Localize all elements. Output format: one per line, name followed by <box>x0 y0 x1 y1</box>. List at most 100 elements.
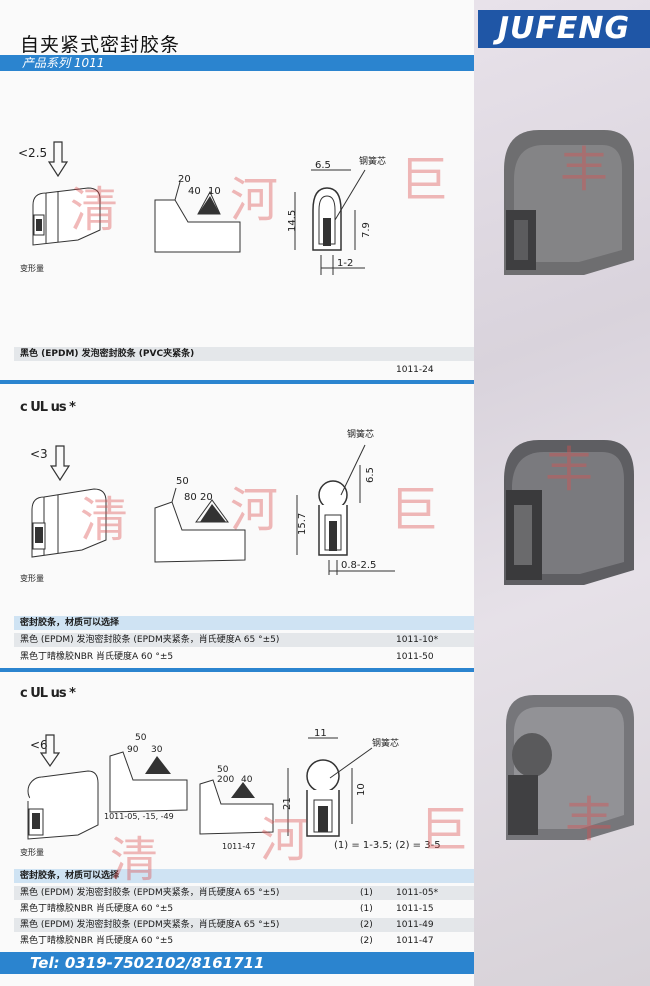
variant-label: 1011-05, -15, -49 <box>104 812 174 821</box>
angle-label: 90 <box>127 745 139 755</box>
watermark-char: 河 <box>230 482 279 538</box>
product-row: 黑色 (EPDM) 发泡密封胶条 (EPDM夹紧条，肖氏硬度A 65 °±5) … <box>14 886 474 900</box>
angle-label: 40 <box>241 775 253 785</box>
clamp-note: (1) = 1-3.5; (2) = 3-5 <box>334 840 441 851</box>
dim-height: 15.7 <box>297 513 308 535</box>
deflection-diagram-b: 50 200 40 <box>199 765 274 835</box>
watermark-char: 丰 <box>560 142 609 198</box>
section-heading: 密封胶条，材质可以选择 <box>14 869 474 883</box>
angle-label: 10 <box>208 186 221 197</box>
load-label: <2.5 <box>18 146 48 160</box>
dim-width: 11 <box>314 728 327 739</box>
cross-section-drawing: 6.5 14.5 7.9 1-2 钢簧芯 <box>287 155 386 275</box>
watermark-char: 清 <box>110 832 159 888</box>
variant-label: 1011-47 <box>222 842 256 851</box>
row-note: (1) <box>360 888 373 898</box>
deflection-diagram: 50 80 20 <box>154 476 246 563</box>
product-photo-1 <box>504 130 634 275</box>
core-label: 钢簧芯 <box>372 737 399 749</box>
load-label: <3 <box>30 447 48 461</box>
section-heading: 密封胶条，材质可以选择 <box>14 616 474 630</box>
series-bar <box>0 55 474 71</box>
series-label: 产品系列 1011 <box>22 56 105 70</box>
deflection-diagram-a: 50 90 30 <box>109 733 188 813</box>
watermark-char: 巨 <box>400 152 449 208</box>
row-note: (2) <box>360 920 373 930</box>
angle-label: 20 <box>200 492 213 503</box>
deform-label: 变形量 <box>20 574 44 583</box>
product-photo-2 <box>504 440 634 585</box>
product-row: 1011-24 <box>14 363 474 377</box>
page-title: 自夹紧式密封胶条 <box>20 34 181 56</box>
watermark-char: 清 <box>80 492 129 548</box>
row-desc: 黑色 (EPDM) 发泡密封胶条 (EPDM夹紧条，肖氏硬度A 65 °±5) <box>20 888 280 898</box>
cross-section-drawing: 15.7 6.5 0.8-2.5 钢簧芯 <box>296 428 395 575</box>
angle-label: 20 <box>178 174 191 185</box>
product-row: 黑色丁晴橡胶NBR 肖氏硬度A 60 °±5 (2) 1011-47 <box>14 934 474 948</box>
angle-label: 30 <box>151 745 163 755</box>
deform-label: 变形量 <box>20 264 44 273</box>
row-code: 1011-47 <box>396 936 434 946</box>
row-desc: 黑色 (EPDM) 发泡密封胶条 (EPDM夹紧条，肖氏硬度A 65 °±5) <box>20 635 280 645</box>
ul-cert-mark: c UL us * <box>20 686 76 701</box>
profile-3d-drawing <box>31 488 107 558</box>
core-label: 钢簧芯 <box>359 155 386 167</box>
dim-clamp: 0.8-2.5 <box>341 560 376 571</box>
force-arrow-icon <box>48 141 68 178</box>
footer-bar <box>0 952 474 974</box>
watermark-char: 丰 <box>545 442 594 498</box>
load-label: <6 <box>30 738 48 752</box>
angle-label: 40 <box>188 186 201 197</box>
footer-tel: Tel: 0319-7502102/8161711 <box>30 954 265 972</box>
section-divider <box>0 380 474 384</box>
row-code: 1011-49 <box>396 920 434 930</box>
watermark-char: 河 <box>230 172 279 228</box>
row-desc: 黑色丁晴橡胶NBR 肖氏硬度A 60 °±5 <box>20 936 174 946</box>
dim-width: 6.5 <box>315 160 331 171</box>
force-arrow-icon <box>40 734 60 768</box>
row-code: 1011-15 <box>396 904 434 914</box>
product-row: 黑色丁晴橡胶NBR 肖氏硬度A 60 °±5 (1) 1011-15 <box>14 902 474 916</box>
row-desc: 黑色丁晴橡胶NBR 肖氏硬度A 60 °±5 <box>20 652 174 662</box>
dim-inner: 6.5 <box>365 467 376 483</box>
angle-label: 50 <box>217 765 229 775</box>
row-desc: 黑色 (EPDM) 发泡密封胶条 (EPDM夹紧条，肖氏硬度A 65 °±5) <box>20 920 280 930</box>
row-code: 1011-24 <box>396 365 434 375</box>
profile-3d-drawing <box>32 187 101 246</box>
deflection-diagram: 20 40 10 <box>154 174 241 253</box>
watermark-char: 河 <box>260 812 309 868</box>
watermark-char: 清 <box>70 182 119 238</box>
product-photo-3 <box>506 695 634 840</box>
product-row: 黑色 (EPDM) 发泡密封胶条 (EPDM夹紧条，肖氏硬度A 65 °±5) … <box>14 633 474 647</box>
section-divider <box>0 668 474 672</box>
cross-section-drawing: 11 21 10 钢簧芯 (1) = 1-3.5; (2) = 3-5 <box>282 728 441 851</box>
angle-label: 80 <box>184 492 197 503</box>
dim-inner: 7.9 <box>361 222 372 238</box>
row-desc: 黑色丁晴橡胶NBR 肖氏硬度A 60 °±5 <box>20 904 174 914</box>
row-code: 1011-05* <box>396 888 439 898</box>
product-row: 黑色丁晴橡胶NBR 肖氏硬度A 60 °±5 1011-50 <box>14 650 474 664</box>
force-arrow-icon <box>50 445 70 482</box>
watermark-char: 巨 <box>390 482 439 538</box>
angle-label: 50 <box>135 733 147 743</box>
brand-logo: JUFENG <box>478 10 650 48</box>
row-code: 1011-10* <box>396 635 439 645</box>
product-row: 黑色 (EPDM) 发泡密封胶条 (PVC夹紧条) <box>14 347 474 361</box>
row-note: (1) <box>360 904 373 914</box>
angle-label: 50 <box>176 476 189 487</box>
row-code: 1011-50 <box>396 652 434 662</box>
dim-height: 14.5 <box>287 210 298 232</box>
deform-label: 变形量 <box>20 848 44 857</box>
photo-panel <box>474 0 650 986</box>
row-desc: 黑色 (EPDM) 发泡密封胶条 (PVC夹紧条) <box>20 349 195 359</box>
ul-cert-mark: c UL us * <box>20 400 76 415</box>
product-row: 黑色 (EPDM) 发泡密封胶条 (EPDM夹紧条，肖氏硬度A 65 °±5) … <box>14 918 474 932</box>
dim-clamp: 1-2 <box>337 258 353 269</box>
dim-inner: 10 <box>356 783 367 796</box>
angle-label: 200 <box>217 775 234 785</box>
watermark-char: 丰 <box>565 792 614 848</box>
core-label: 钢簧芯 <box>347 428 374 440</box>
row-note: (2) <box>360 936 373 946</box>
watermark-char: 巨 <box>420 802 469 858</box>
